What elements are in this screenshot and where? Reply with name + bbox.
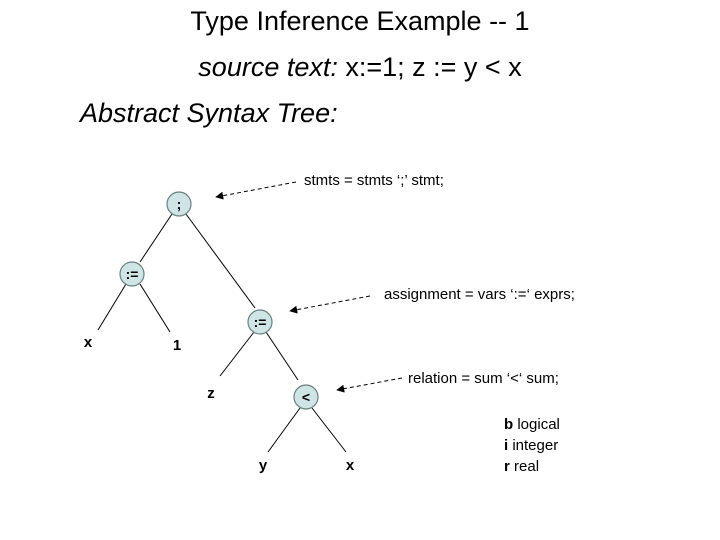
node-assign-2: := bbox=[247, 309, 273, 335]
node-semicolon-label: ; bbox=[177, 196, 182, 212]
legend-desc: logical bbox=[513, 416, 560, 433]
node-less-than: < bbox=[293, 384, 319, 410]
legend-key: i bbox=[504, 437, 509, 454]
legend-item-integer: i integer bbox=[504, 435, 560, 456]
legend-desc: integer bbox=[508, 437, 559, 454]
edge-assign1-one bbox=[139, 283, 171, 333]
edge-assign2-lt bbox=[265, 331, 299, 381]
legend-desc: real bbox=[509, 458, 540, 475]
node-assign-1-label: := bbox=[126, 266, 139, 282]
legend-key: b bbox=[504, 416, 514, 433]
arrow-assignment bbox=[289, 295, 371, 314]
annotation-assignment: assignment = vars ‘:=‘ exprs; bbox=[384, 286, 575, 303]
leaf-one: 1 bbox=[173, 337, 181, 354]
legend-key: r bbox=[504, 458, 510, 475]
annotation-relation: relation = sum ‘<‘ sum; bbox=[408, 370, 559, 387]
arrow-stmts bbox=[215, 181, 297, 200]
source-text-label: source text: bbox=[198, 52, 338, 82]
type-legend: b logical i integer r real bbox=[504, 414, 560, 477]
edge-assign2-z bbox=[219, 331, 255, 377]
legend-item-logical: b logical bbox=[504, 414, 560, 435]
node-less-than-label: < bbox=[302, 389, 310, 405]
edge-semi-assign1 bbox=[139, 213, 173, 263]
annotation-stmts: stmts = stmts ‘;’ stmt; bbox=[304, 172, 444, 189]
leaf-z: z bbox=[207, 385, 215, 402]
leaf-x-2: x bbox=[346, 457, 355, 474]
edge-assign1-x bbox=[97, 283, 127, 331]
leaf-x-1: x bbox=[84, 334, 93, 351]
edge-semi-assign2 bbox=[185, 213, 256, 309]
leaf-y: y bbox=[259, 457, 268, 474]
node-semicolon: ; bbox=[166, 191, 192, 217]
node-assign-2-label: := bbox=[254, 314, 267, 330]
edge-lt-y bbox=[267, 407, 301, 453]
arrow-relation bbox=[336, 377, 403, 393]
edge-lt-x bbox=[311, 407, 347, 453]
legend-item-real: r real bbox=[504, 456, 560, 477]
node-assign-1: := bbox=[119, 261, 145, 287]
source-text-line: source text: x:=1; z := y < x bbox=[0, 52, 720, 83]
source-code: x:=1; z := y < x bbox=[337, 52, 522, 82]
slide-title: Type Inference Example -- 1 bbox=[190, 6, 530, 36]
ast-heading: Abstract Syntax Tree: bbox=[80, 98, 338, 128]
